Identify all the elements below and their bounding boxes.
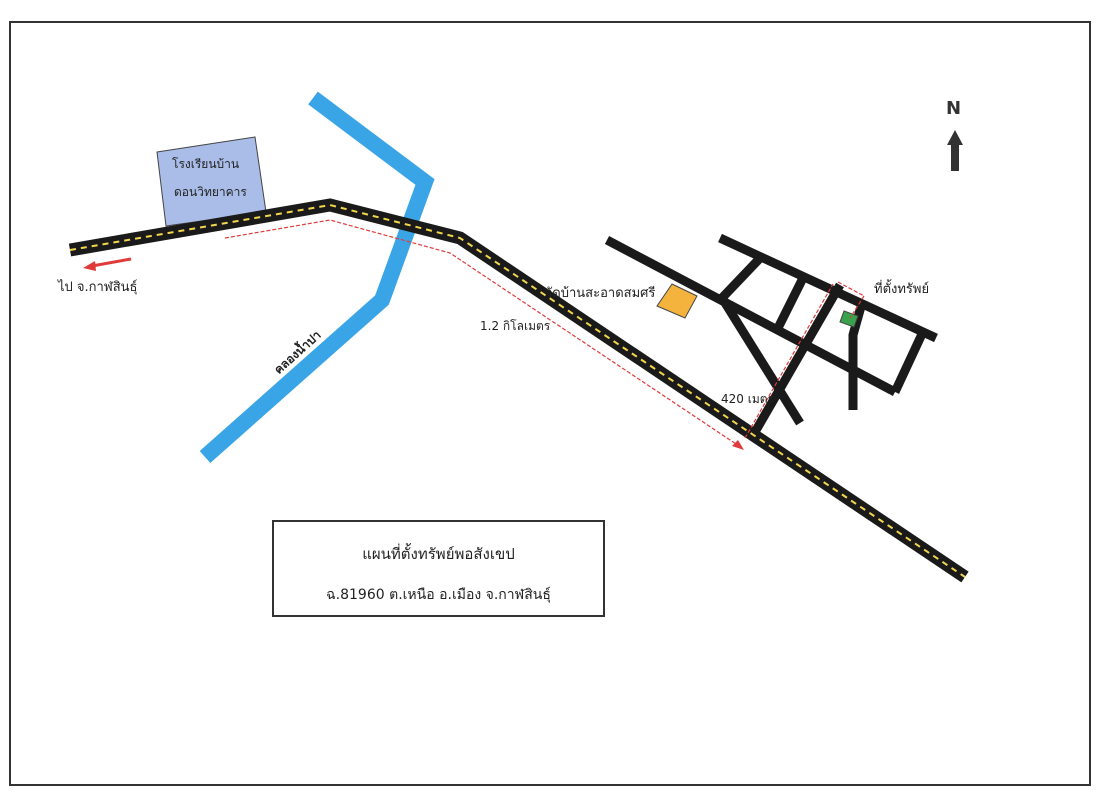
map-subtitle: ฉ.81960 ต.เหนือ อ.เมือง จ.กาฬสินธุ์ xyxy=(326,587,551,603)
temple xyxy=(656,283,698,319)
route-line xyxy=(224,219,865,449)
distance-local-label: 420 เมตร xyxy=(721,392,774,406)
main-road xyxy=(68,198,969,583)
north-label: N xyxy=(946,98,962,119)
map-frame xyxy=(9,21,1091,786)
local-roads xyxy=(604,233,938,435)
property-marker xyxy=(839,310,859,328)
property-label: ที่ตั้งทรัพย์ xyxy=(874,282,930,297)
canal xyxy=(199,91,435,463)
direction-arrow-icon xyxy=(83,257,132,271)
school-label-line2: ดอนวิทยาคาร xyxy=(174,185,247,199)
distance-main-label: 1.2 กิโลเมตร xyxy=(480,319,551,333)
map-title: แผนที่ตั้งทรัพย์พอสังเขป xyxy=(362,545,515,563)
map-title-box: แผนที่ตั้งทรัพย์พอสังเขป ฉ.81960 ต.เหนือ… xyxy=(272,520,605,617)
north-arrow-icon xyxy=(947,130,963,171)
route-arrowhead xyxy=(732,440,744,450)
school-label-line1: โรงเรียนบ้าน xyxy=(172,157,240,171)
to-kalasin-label: ไป จ.กาฬสินธุ์ xyxy=(58,280,138,295)
temple-label: วัดบ้านสะอาดสมศรี xyxy=(545,286,656,301)
